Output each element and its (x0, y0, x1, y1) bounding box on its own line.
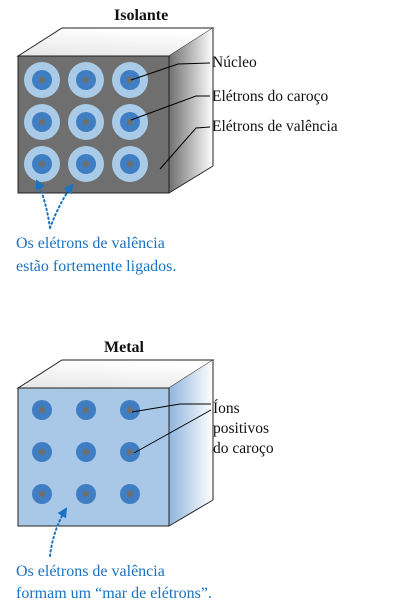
nucleus (82, 406, 90, 414)
metal-caption-line-1: Os elétrons de valência (16, 563, 165, 580)
insulator-caption-line-1: Os elétrons de valência (16, 235, 165, 252)
metal-caption-line-2: formam um “mar de elétrons”. (16, 585, 212, 602)
nucleus (38, 76, 46, 84)
nucleus (82, 490, 90, 498)
nucleus (82, 118, 90, 126)
nucleus (126, 448, 134, 456)
metal-ion-grid (32, 400, 140, 504)
nucleus (38, 406, 46, 414)
insulator-cube-side (169, 28, 213, 193)
insulator-title: Isolante (114, 7, 169, 24)
metal-arrow (49, 507, 68, 557)
nucleus (126, 406, 134, 414)
insulator-caption-line-2: estão fortemente ligados. (16, 258, 177, 275)
nucleus (82, 448, 90, 456)
label-nucleus: Núcleo (212, 54, 257, 71)
insulator-arrows (35, 179, 74, 229)
label-core-electrons: Elétrons do caroço (212, 88, 329, 105)
insulator-leader-lines (130, 62, 211, 170)
nucleus (126, 118, 134, 126)
nucleus (126, 76, 134, 84)
nucleus (38, 160, 46, 168)
insulator-atom-grid (24, 62, 148, 182)
metal-cube (16, 359, 215, 527)
insulator-cube (16, 27, 215, 194)
nucleus (126, 160, 134, 168)
label-valence-electrons: Elétrons de valência (212, 118, 338, 135)
label-ions-line-2: positivos (213, 420, 269, 437)
nucleus (38, 448, 46, 456)
label-ions-line-3: do caroço (213, 440, 274, 457)
nucleus (126, 490, 134, 498)
nucleus (82, 160, 90, 168)
label-ions-line-1: Íons (213, 400, 240, 417)
nucleus (38, 490, 46, 498)
nucleus (38, 118, 46, 126)
metal-leader-lines (131, 403, 212, 454)
nucleus (82, 76, 90, 84)
metal-cube-side (169, 360, 213, 526)
metal-title: Metal (104, 339, 144, 356)
